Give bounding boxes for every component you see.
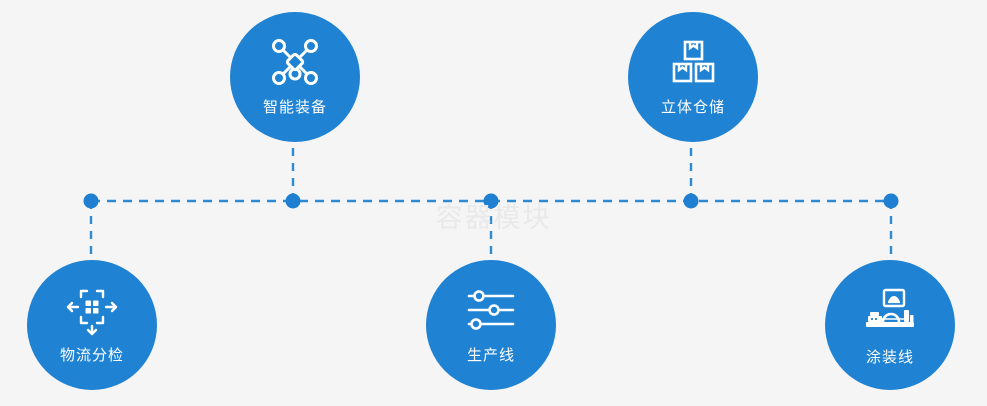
network-nodes-icon (269, 36, 321, 88)
sorting-arrows-icon (66, 284, 118, 336)
node-label: 生产线 (466, 346, 515, 364)
bus-dot-smart-equipment (285, 193, 301, 209)
node-logistics-sorting[interactable]: 物流分检 (27, 260, 157, 390)
node-label: 物流分检 (59, 346, 124, 364)
stacked-boxes-icon (667, 36, 719, 88)
bus-dot-production-line (483, 193, 499, 209)
node-label: 涂装线 (865, 348, 914, 366)
node-production-line[interactable]: 生产线 (426, 260, 556, 390)
node-stereo-storage[interactable]: 立体仓储 (628, 12, 758, 142)
bus-dot-logistics-sorting (83, 193, 99, 209)
sliders-icon (465, 284, 517, 336)
node-label: 智能装备 (262, 98, 327, 116)
node-smart-equipment[interactable]: 智能装备 (230, 12, 360, 142)
bus-dot-painting-line (883, 193, 899, 209)
bus-dot-stereo-storage (683, 193, 699, 209)
paint-booth-icon (864, 286, 916, 338)
node-painting-line[interactable]: 涂装线 (825, 260, 955, 390)
node-label: 立体仓储 (660, 98, 725, 116)
